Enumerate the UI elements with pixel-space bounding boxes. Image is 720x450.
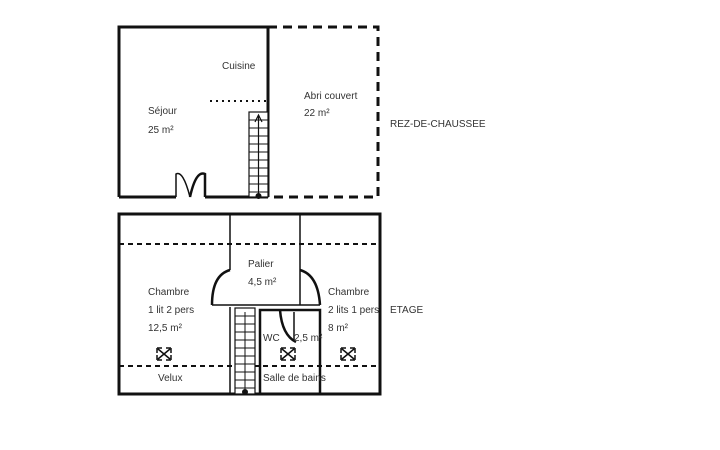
palier-walls [229,214,301,270]
upper-floor: Palier 4,5 m² Chambre 1 lit 2 pers 12,5 … [117,212,423,396]
chambre2-beds: 2 lits 1 pers [328,305,379,316]
upper-stairs [234,307,256,395]
abri-label: Abri couvert [304,91,358,102]
velux-icon [280,347,296,361]
bathroom-walls [258,308,322,394]
wc-door [278,309,297,344]
upper-floor-label: ETAGE [390,305,423,316]
velux-icon [156,347,172,361]
chambre2-area: 8 m² [328,323,349,334]
wc-label: WC [263,333,280,344]
ground-stairs [248,111,269,199]
palier-area: 4,5 m² [248,277,277,288]
wc-area: 2,5 m² [294,333,323,344]
chambre1-area: 12,5 m² [148,323,183,334]
palier-label: Palier [248,259,274,270]
chambre2-label: Chambre [328,287,370,298]
sejour-label: Séjour [148,106,178,117]
velux-icon [340,347,356,361]
cuisine-label: Cuisine [222,61,256,72]
ground-walls [117,25,270,197]
ground-floor-label: REZ-DE-CHAUSSEE [390,119,486,130]
abri-area: 22 m² [304,108,330,119]
chambre1-label: Chambre [148,287,190,298]
ground-floor: Cuisine Séjour 25 m² Abri couvert 22 m² … [117,25,486,199]
left-door [210,268,231,306]
abri-outline [268,25,380,199]
right-door [299,268,322,306]
sdb-label: Salle de bains [263,373,326,384]
entrance-door [175,172,207,198]
velux-label: Velux [158,373,182,384]
chambre1-beds: 1 lit 2 pers [148,305,194,316]
sejour-area: 25 m² [148,125,174,136]
